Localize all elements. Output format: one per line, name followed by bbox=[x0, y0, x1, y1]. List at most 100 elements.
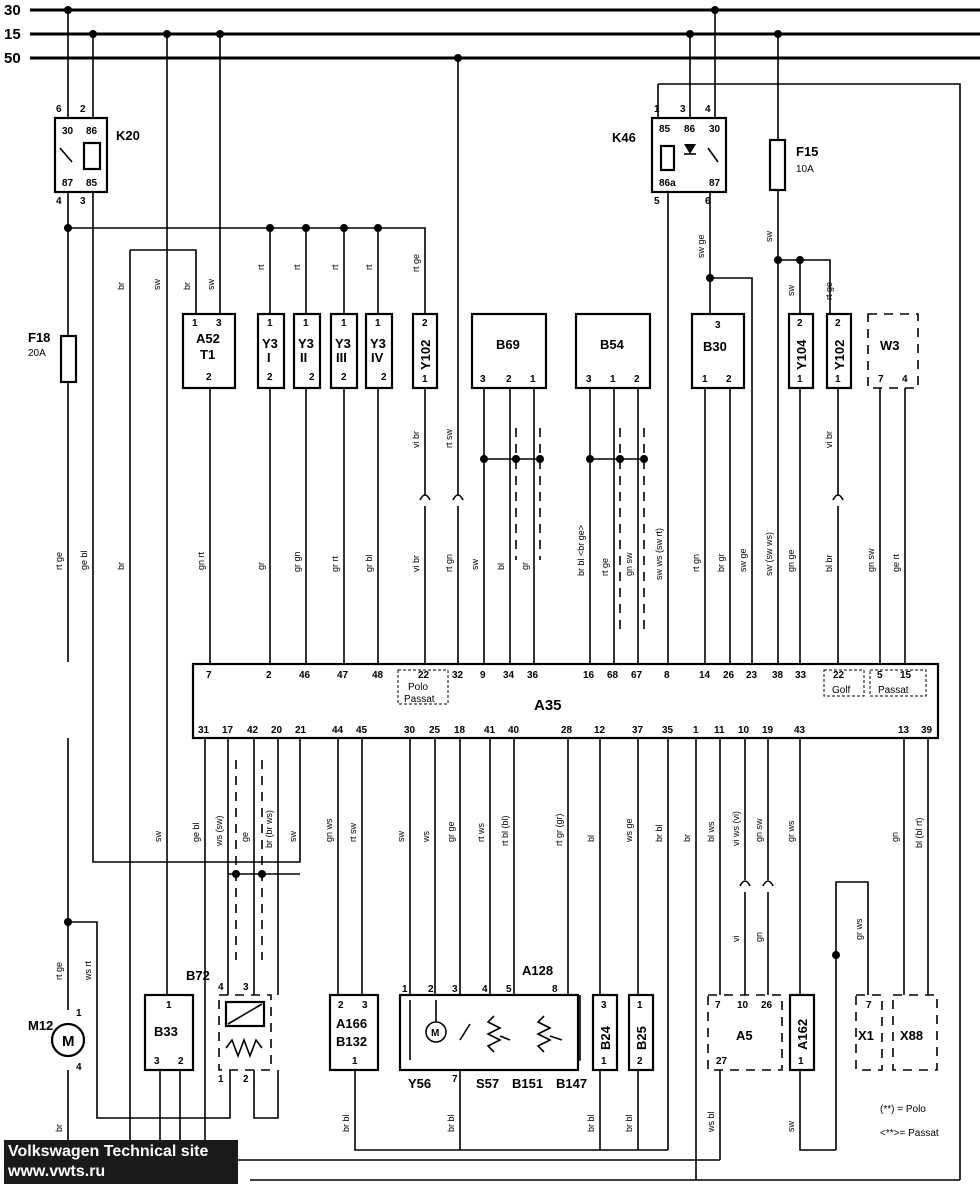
wire-code: br bl bbox=[446, 1114, 456, 1132]
component-a5: A5 7 10 26 27 bbox=[707, 994, 783, 1071]
k20-pin-3: 3 bbox=[80, 196, 86, 207]
wire-code: ge bbox=[240, 832, 250, 842]
legend-passat: <**>= Passat bbox=[880, 1128, 939, 1139]
wire-code: br bbox=[182, 282, 192, 290]
wire-code: rt ws bbox=[476, 823, 486, 842]
a35-pin-t36: 36 bbox=[527, 670, 539, 681]
k46-pin-86a: 86a bbox=[659, 178, 676, 189]
wire-code: gr bbox=[520, 562, 530, 570]
a35-pin-b41: 41 bbox=[484, 725, 496, 736]
k46-pin-1: 1 bbox=[654, 104, 660, 115]
y3-i-sub: I bbox=[267, 350, 271, 365]
b54-pin-3: 3 bbox=[586, 374, 592, 385]
wire-code: sw ge bbox=[738, 548, 748, 572]
a35-pin-b18: 18 bbox=[454, 725, 466, 736]
b69-label: B69 bbox=[496, 337, 520, 352]
wire-code: rt bbox=[292, 264, 302, 270]
b25-pin-2: 2 bbox=[637, 1056, 643, 1067]
wire-code: vi ws (vi) bbox=[731, 811, 741, 846]
a35-pin-t14: 14 bbox=[699, 670, 711, 681]
b132-label: B132 bbox=[336, 1034, 367, 1049]
a35-pin-b40: 40 bbox=[508, 725, 520, 736]
wire-code: ws (sw) bbox=[214, 816, 224, 848]
bus-50-label: 50 bbox=[4, 50, 21, 67]
watermark-line-2: www.vwts.ru bbox=[8, 1163, 106, 1180]
wire-code: rt ge bbox=[54, 962, 64, 980]
a5-pin-7: 7 bbox=[715, 1000, 721, 1011]
wire-code: sw bbox=[152, 279, 162, 291]
b151-label: B151 bbox=[512, 1076, 543, 1091]
a166-pin-1: 1 bbox=[352, 1056, 358, 1067]
b72-pin-1: 1 bbox=[218, 1074, 224, 1085]
b25-pin-1: 1 bbox=[637, 1000, 643, 1011]
a35-pin-b17: 17 bbox=[222, 725, 234, 736]
y3-iii-pin-2: 2 bbox=[341, 372, 347, 383]
wire-code: rt sw bbox=[348, 823, 358, 842]
fuse-f18: F18 20A bbox=[28, 330, 78, 384]
y102b-label: Y102 bbox=[832, 340, 847, 370]
a5-pin-10: 10 bbox=[737, 1000, 749, 1011]
f15-rating: 10A bbox=[796, 164, 814, 175]
wire-code: gn ws bbox=[324, 818, 334, 842]
relay-k20: K20 6 2 4 3 30 86 87 85 bbox=[53, 104, 140, 207]
w3-pin-7: 7 bbox=[878, 374, 884, 385]
wire-code: gn bbox=[754, 932, 764, 942]
y3-iii-label: Y3 bbox=[335, 336, 351, 351]
wire-code: br bl bbox=[624, 1114, 634, 1132]
a35-pin-b12: 12 bbox=[594, 725, 606, 736]
valve-y102: Y102 2 1 bbox=[411, 312, 439, 390]
wire-code: ws ge bbox=[624, 818, 634, 843]
wires bbox=[67, 10, 961, 1181]
k46-pin-3: 3 bbox=[680, 104, 686, 115]
connector-x1: X1 7 bbox=[855, 994, 883, 1071]
a35-pin-t22: 22 bbox=[418, 670, 430, 681]
wire-code: sw bbox=[288, 831, 298, 843]
wire-code: rt ge bbox=[600, 558, 610, 576]
a35-pin-b37: 37 bbox=[632, 725, 644, 736]
f18-rating: 20A bbox=[28, 348, 46, 359]
y104-pin-2: 2 bbox=[797, 318, 803, 329]
wire-code: sw bbox=[206, 279, 216, 291]
a35-pin-b21: 21 bbox=[295, 725, 307, 736]
wire-code: rt gr (gr) bbox=[554, 813, 564, 846]
x88-label: X88 bbox=[900, 1028, 923, 1043]
y3-iv-sub: IV bbox=[371, 350, 384, 365]
y56-label: Y56 bbox=[408, 1076, 431, 1091]
sensor-b30: B30 3 1 2 bbox=[690, 312, 746, 390]
y104-label: Y104 bbox=[794, 339, 809, 370]
y3-iii-pin-1: 1 bbox=[341, 318, 347, 329]
wire-code: rt sw bbox=[444, 429, 454, 448]
motor-m12: M M12 1 4 bbox=[28, 1008, 86, 1073]
y102-pin-2: 2 bbox=[422, 318, 428, 329]
a128-pin-1: 1 bbox=[402, 984, 408, 995]
b54-label: B54 bbox=[600, 337, 625, 352]
y56-motor-letter: M bbox=[431, 1028, 439, 1039]
k20-pin-2: 2 bbox=[80, 104, 86, 115]
a35-pin-b44: 44 bbox=[332, 725, 344, 736]
valve-y102-b: Y102 2 1 bbox=[825, 312, 853, 390]
b33-label: B33 bbox=[154, 1024, 178, 1039]
k46-pin-85: 85 bbox=[659, 124, 671, 135]
a35-pin-b42: 42 bbox=[247, 725, 259, 736]
a35-pin-b39: 39 bbox=[921, 725, 933, 736]
wire-code: gr bbox=[256, 562, 266, 570]
a35-note-polo: Polo bbox=[408, 682, 428, 693]
sensor-b72: B72 4 3 1 2 bbox=[186, 968, 272, 1085]
b30-pin-1: 1 bbox=[702, 374, 708, 385]
wire-code: vi br bbox=[824, 431, 834, 448]
y3-i-label: Y3 bbox=[262, 336, 278, 351]
ecu-a35: A35 Polo Passat Golf Passat 7 2 46 47 48… bbox=[191, 662, 940, 740]
m12-label: M12 bbox=[28, 1018, 53, 1033]
s57-label: S57 bbox=[476, 1076, 499, 1091]
a128-pin-8: 8 bbox=[552, 984, 558, 995]
k20-pin-86: 86 bbox=[86, 126, 98, 137]
a35-pin-t26: 26 bbox=[723, 670, 735, 681]
a35-pin-b19: 19 bbox=[762, 725, 774, 736]
a128-pin-4: 4 bbox=[482, 984, 488, 995]
a35-pin-t48: 48 bbox=[372, 670, 384, 681]
a35-pin-t33: 33 bbox=[795, 670, 807, 681]
b54-pin-1: 1 bbox=[610, 374, 616, 385]
a128-label: A128 bbox=[522, 963, 553, 978]
wire-code: gr rt bbox=[330, 556, 340, 573]
a35-note-passat-2: Passat bbox=[878, 685, 909, 696]
